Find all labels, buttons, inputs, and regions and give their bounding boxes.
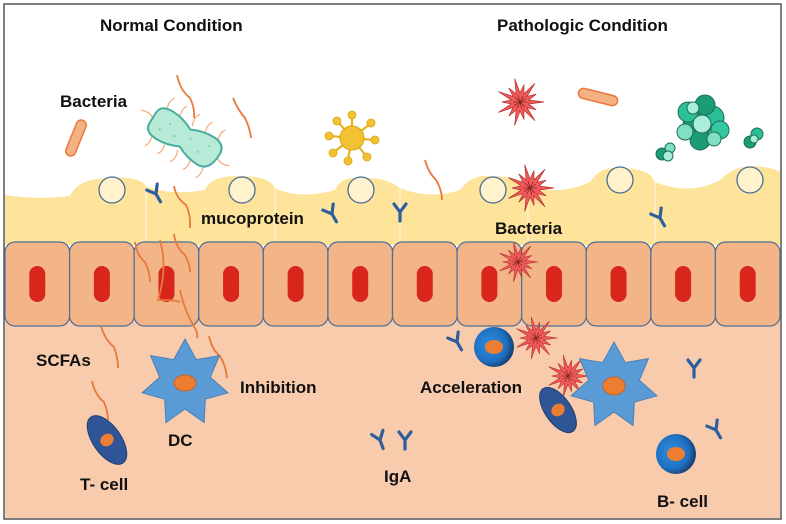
epithelial-nucleus <box>675 266 692 302</box>
pathogens <box>498 78 590 398</box>
lamina-propria <box>5 300 780 518</box>
epithelial-nucleus <box>352 266 369 302</box>
label-mucoprotein: mucoprotein <box>201 209 304 228</box>
rod-bacterium <box>577 87 619 107</box>
scfa <box>173 185 192 229</box>
rod-bacterium <box>65 119 87 157</box>
vesicle <box>347 176 375 204</box>
scfa <box>156 239 181 303</box>
iga-antibody <box>145 182 163 204</box>
epithelial-cell <box>133 241 200 327</box>
epithelial-cell <box>391 241 458 327</box>
scfa <box>91 380 109 421</box>
pathogen <box>548 354 590 398</box>
epithelial-nucleus <box>416 266 433 302</box>
label-t-cell: T- cell <box>80 475 128 494</box>
dendritic-cell-pathologic <box>570 340 658 427</box>
scfa <box>173 233 191 273</box>
iga-antibody <box>649 206 667 228</box>
iga-antibody <box>446 330 464 352</box>
iga-antibody <box>321 202 339 224</box>
epithelial-nucleus <box>610 266 627 302</box>
epithelial-nucleus <box>29 266 46 302</box>
epithelial-nucleus <box>481 266 498 302</box>
scfa <box>232 97 252 139</box>
vesicle <box>228 176 256 204</box>
pathogen <box>516 316 558 360</box>
pathogen <box>499 242 539 282</box>
vesicle <box>736 166 764 194</box>
scfa <box>176 74 196 119</box>
epithelial-nucleus <box>158 266 175 302</box>
epithelium <box>4 241 781 327</box>
vesicle <box>98 176 126 204</box>
iga-antibody <box>370 428 385 451</box>
iga-antibody <box>392 202 408 223</box>
epithelial-cell <box>262 241 329 327</box>
b-cell-lower <box>656 434 696 474</box>
rod-bacteria <box>65 87 619 157</box>
scfa <box>134 241 151 283</box>
title-normal-condition: Normal Condition <box>100 16 243 35</box>
epithelial-nucleus <box>287 266 304 302</box>
label-dc: DC <box>168 431 193 450</box>
epithelial-cell <box>456 241 523 327</box>
title-pathologic-condition: Pathologic Condition <box>497 16 668 35</box>
coccus-cluster <box>655 94 764 162</box>
epithelial-nucleus <box>223 266 240 302</box>
epithelial-cell <box>521 241 587 327</box>
b-cell-upper <box>474 327 514 367</box>
scfa <box>100 325 119 369</box>
epithelial-cell <box>4 241 71 327</box>
virus-particle <box>324 110 380 166</box>
label-bacteria-normal: Bacteria <box>60 92 128 111</box>
label-scfas: SCFAs <box>36 351 91 370</box>
epithelial-cell <box>68 241 135 327</box>
iga-antibody <box>705 418 723 440</box>
vesicle <box>606 166 634 194</box>
epithelial-nucleus <box>739 266 756 302</box>
iga-antibody <box>686 358 702 379</box>
label-inhibition: Inhibition <box>240 378 316 397</box>
mucus-layer <box>5 165 780 245</box>
label-acceleration: Acceleration <box>420 378 522 397</box>
iga-antibodies <box>145 182 723 451</box>
epithelial-cell <box>650 241 717 327</box>
epithelial-nucleus <box>545 266 562 302</box>
epithelial-cell <box>327 241 394 327</box>
pathogen <box>508 164 555 212</box>
pathogen <box>498 78 545 126</box>
vesicle <box>479 176 507 204</box>
iga-antibody <box>397 430 413 451</box>
flagellated-bacterium <box>140 97 230 179</box>
label-iga: IgA <box>384 467 411 486</box>
epithelial-nucleus <box>93 266 110 302</box>
label-bacteria-pathologic: Bacteria <box>495 219 563 238</box>
t-cell-normal <box>86 415 128 465</box>
scfa <box>424 159 443 201</box>
scfa-molecules <box>91 74 443 421</box>
dendritic-cell-normal <box>141 337 229 424</box>
scfa <box>208 335 228 379</box>
epithelial-cell <box>198 241 264 327</box>
label-b-cell: B- cell <box>657 492 708 511</box>
epithelial-cell <box>714 241 781 327</box>
goblet-vesicles <box>98 166 764 204</box>
scfa <box>179 289 199 339</box>
t-cell-pathologic <box>539 386 577 434</box>
epithelial-cell <box>585 241 652 327</box>
